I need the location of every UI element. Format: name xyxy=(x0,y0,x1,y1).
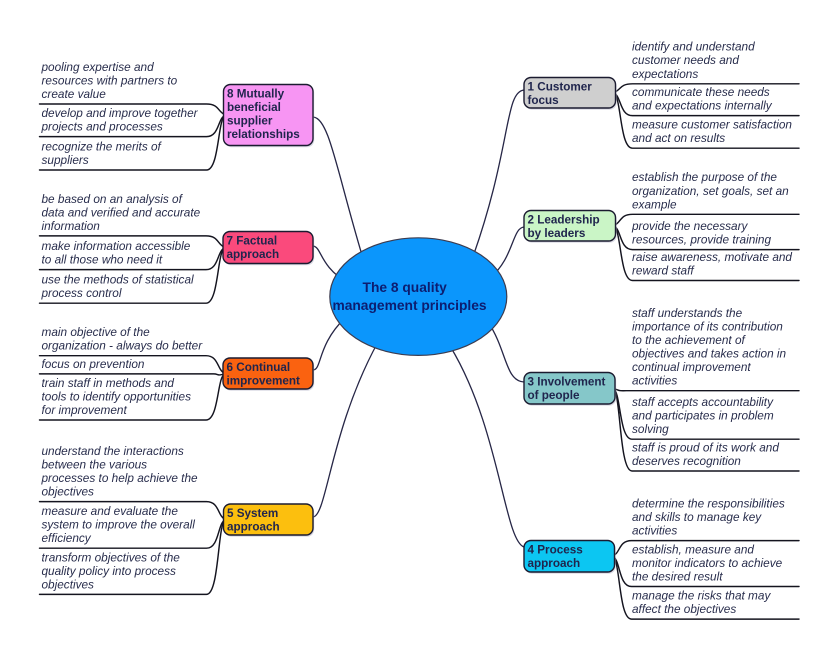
svg-text:processes to help achieve the: processes to help achieve the xyxy=(41,471,199,485)
svg-text:the desired result: the desired result xyxy=(632,570,723,584)
svg-text:suppliers: suppliers xyxy=(42,153,89,167)
svg-text:data and verified and accurate: data and verified and accurate xyxy=(42,205,201,219)
svg-text:by leaders: by leaders xyxy=(528,227,586,240)
svg-text:efficiency: efficiency xyxy=(42,531,92,545)
svg-text:provide the necessary: provide the necessary xyxy=(631,219,749,233)
svg-text:determine the responsibilities: determine the responsibilities xyxy=(632,497,785,511)
svg-text:system to improve the overall: system to improve the overall xyxy=(42,518,196,532)
svg-text:activities: activities xyxy=(632,374,677,388)
svg-text:between the various: between the various xyxy=(42,458,148,472)
svg-text:activities: activities xyxy=(632,524,677,538)
svg-text:identify and understand: identify and understand xyxy=(632,40,755,54)
svg-text:solving: solving xyxy=(632,422,669,436)
svg-text:deserves recognition: deserves recognition xyxy=(632,454,741,468)
svg-text:objectives: objectives xyxy=(42,485,95,499)
svg-text:improvement: improvement xyxy=(227,375,300,388)
svg-text:pooling expertise and: pooling expertise and xyxy=(41,60,155,74)
svg-text:focus: focus xyxy=(528,94,560,107)
svg-text:example: example xyxy=(632,197,677,211)
svg-text:objectives and takes action in: objectives and takes action in xyxy=(632,347,787,361)
svg-text:to all those who need it: to all those who need it xyxy=(42,253,163,267)
svg-text:2 Leadership: 2 Leadership xyxy=(528,214,600,227)
svg-text:to the achievement of: to the achievement of xyxy=(632,333,747,347)
svg-text:quality policy into process: quality policy into process xyxy=(42,564,177,578)
svg-text:raise awareness, motivate and: raise awareness, motivate and xyxy=(632,250,792,264)
svg-text:tools to identify opportunitie: tools to identify opportunities xyxy=(42,389,192,403)
svg-text:understand the interactions: understand the interactions xyxy=(42,444,184,458)
svg-text:staff accepts accountability: staff accepts accountability xyxy=(632,395,774,409)
svg-text:resources, provide training: resources, provide training xyxy=(632,233,771,247)
svg-text:recognize the merits of: recognize the merits of xyxy=(42,139,163,153)
svg-text:manage the risks that may: manage the risks that may xyxy=(632,589,771,603)
svg-text:process control: process control xyxy=(41,286,122,300)
svg-text:7 Factual: 7 Factual xyxy=(227,235,278,248)
svg-text:and skills to manage key: and skills to manage key xyxy=(632,510,762,524)
svg-text:staff is proud of its work and: staff is proud of its work and xyxy=(632,440,779,454)
svg-text:continual improvement: continual improvement xyxy=(632,360,751,374)
svg-text:be based on an analysis of: be based on an analysis of xyxy=(42,192,184,206)
svg-text:communicate these needs: communicate these needs xyxy=(632,85,770,99)
svg-text:organization - always do bette: organization - always do better xyxy=(42,339,204,353)
svg-text:3 Involvement: 3 Involvement xyxy=(528,376,606,389)
svg-text:for improvement: for improvement xyxy=(42,403,128,417)
svg-text:reward staff: reward staff xyxy=(632,264,695,278)
svg-text:staff understands the: staff understands the xyxy=(632,306,743,320)
svg-text:focus on prevention: focus on prevention xyxy=(42,357,145,371)
svg-text:establish, measure and: establish, measure and xyxy=(632,542,754,556)
svg-text:of people: of people xyxy=(528,389,580,402)
svg-text:expectations: expectations xyxy=(632,67,698,81)
svg-text:use the methods of statistical: use the methods of statistical xyxy=(42,273,195,287)
svg-text:measure customer satisfaction: measure customer satisfaction xyxy=(632,118,792,132)
svg-text:customer needs and: customer needs and xyxy=(632,53,739,67)
svg-text:The 8 quality: The 8 quality xyxy=(363,280,448,295)
svg-text:organization, set goals, set a: organization, set goals, set an xyxy=(632,184,789,198)
svg-text:objectives: objectives xyxy=(42,577,95,591)
svg-text:6 Continual: 6 Continual xyxy=(227,361,291,374)
svg-text:and participates in problem: and participates in problem xyxy=(632,409,774,423)
svg-text:and act on results: and act on results xyxy=(632,131,725,145)
svg-text:projects and processes: projects and processes xyxy=(41,120,163,134)
svg-text:develop and improve together: develop and improve together xyxy=(42,106,199,120)
svg-text:train staff in methods and: train staff in methods and xyxy=(42,376,175,390)
svg-text:supplier: supplier xyxy=(227,115,273,128)
svg-text:affect the objectives: affect the objectives xyxy=(632,602,736,616)
svg-text:4 Process: 4 Process xyxy=(528,544,584,557)
svg-text:measure and evaluate the: measure and evaluate the xyxy=(42,504,179,518)
svg-text:approach: approach xyxy=(227,248,280,261)
svg-text:management principles: management principles xyxy=(332,298,486,313)
svg-text:information: information xyxy=(42,219,101,233)
svg-text:main objective of the: main objective of the xyxy=(42,325,151,339)
svg-text:monitor indicators to achieve: monitor indicators to achieve xyxy=(632,556,783,570)
svg-text:and expectations internally: and expectations internally xyxy=(632,99,773,113)
svg-text:beneficial: beneficial xyxy=(227,101,281,114)
svg-text:1 Customer: 1 Customer xyxy=(528,81,593,94)
svg-text:8 Mutually: 8 Mutually xyxy=(227,88,285,101)
svg-text:approach: approach xyxy=(227,521,280,534)
svg-text:approach: approach xyxy=(528,557,581,570)
svg-text:make information accessible: make information accessible xyxy=(42,239,191,253)
svg-text:importance of its contribution: importance of its contribution xyxy=(632,320,783,334)
svg-text:transform objectives of the: transform objectives of the xyxy=(42,550,181,564)
svg-text:establish the purpose of the: establish the purpose of the xyxy=(632,170,777,184)
svg-text:5 System: 5 System xyxy=(227,507,278,520)
svg-text:resources with partners to: resources with partners to xyxy=(42,74,178,88)
svg-text:relationships: relationships xyxy=(227,128,300,141)
svg-text:create value: create value xyxy=(42,87,107,101)
